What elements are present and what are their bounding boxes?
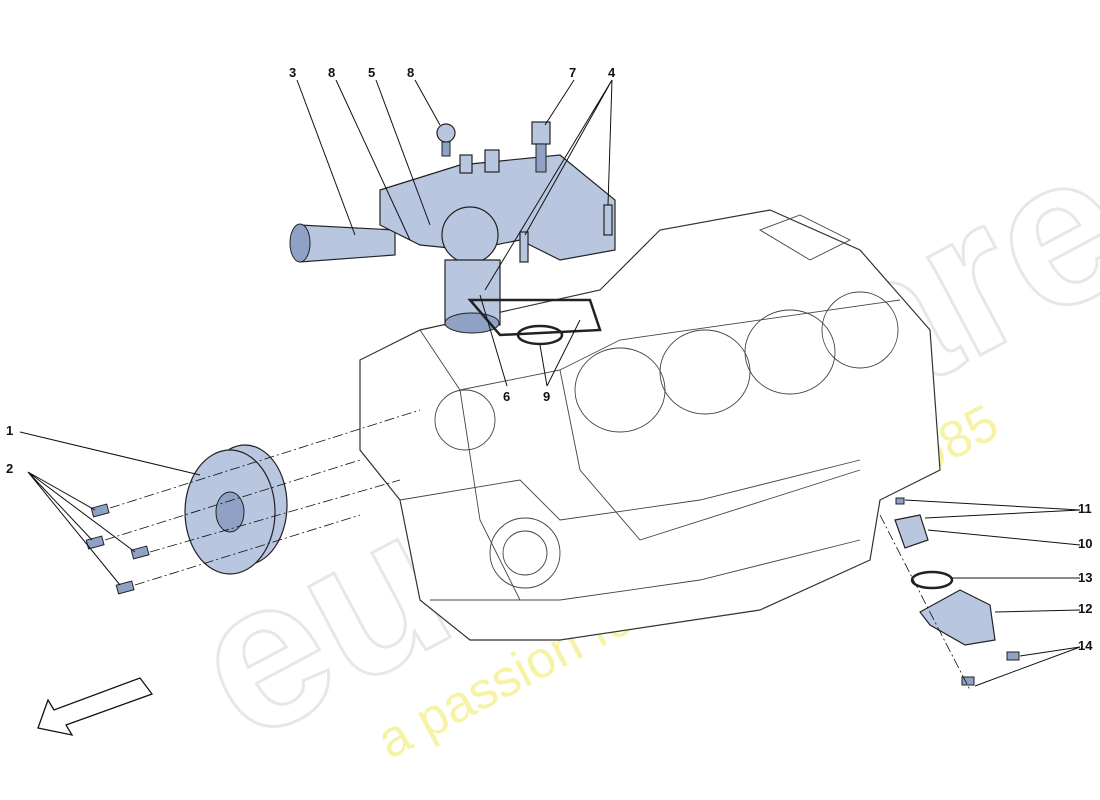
callout-8b: 8 (407, 65, 414, 80)
callout-4: 4 (608, 65, 616, 80)
temperature-sensor (531, 121, 551, 173)
axis-lines (104, 409, 971, 691)
gasket (467, 298, 602, 337)
callout-2: 2 (6, 461, 13, 476)
callout-labels: 3 8 5 8 7 4 6 9 1 2 11 10 13 12 14 (6, 65, 1093, 653)
callout-12: 12 (1078, 601, 1092, 616)
callout-6: 6 (503, 389, 510, 404)
water-pump-pulley (184, 444, 288, 575)
direction-arrow (37, 677, 154, 736)
engine-block (359, 209, 941, 641)
callout-1: 1 (6, 423, 13, 438)
callout-7: 7 (569, 65, 576, 80)
callout-13: 13 (1078, 570, 1092, 585)
callout-3: 3 (289, 65, 296, 80)
callout-5: 5 (368, 65, 375, 80)
pulley-bolts (85, 503, 150, 595)
o-ring (516, 324, 564, 346)
bleed-fitting (436, 123, 456, 157)
callout-8a: 8 (328, 65, 335, 80)
bolt (519, 231, 529, 263)
callout-10: 10 (1078, 536, 1092, 551)
thermostat-assembly (894, 497, 1020, 686)
callout-14: 14 (1078, 638, 1093, 653)
leader-lines (19, 79, 1081, 687)
callout-9: 9 (543, 389, 550, 404)
callout-11: 11 (1078, 501, 1092, 516)
bolt (603, 204, 613, 236)
